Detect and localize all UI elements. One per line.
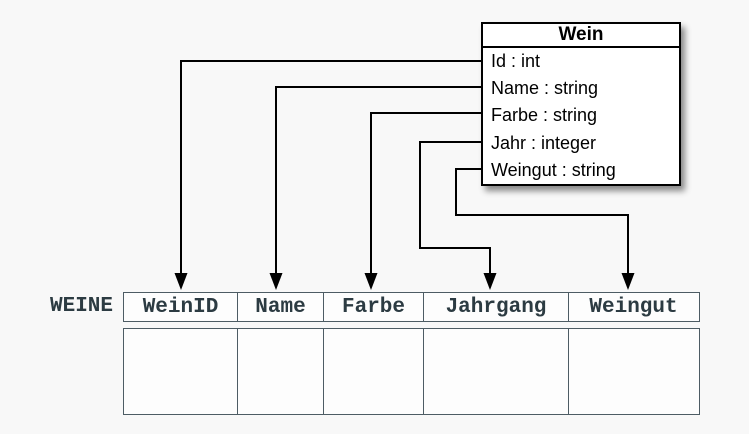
- class-box-title: Wein: [483, 24, 679, 48]
- arrowhead-farbe-icon: [364, 273, 378, 290]
- class-attribute-jahr: Jahr : integer: [491, 132, 597, 153]
- column-header-farbe: Farbe: [324, 293, 424, 321]
- empty-cell-jahrgang: [424, 329, 569, 414]
- connector-id-to-weinid: [180, 60, 481, 275]
- column-header-weinid: WeinID: [124, 293, 238, 321]
- class-attribute-id: Id : int: [491, 51, 541, 71]
- arrowhead-jahrgang-icon: [483, 273, 497, 290]
- empty-cell-weingut: [569, 329, 698, 414]
- class-attribute-weingut: Weingut : string: [491, 159, 616, 180]
- class-attribute-farbe: Farbe : string: [491, 105, 598, 126]
- empty-cell-name: [238, 329, 324, 414]
- column-header-jahrgang: Jahrgang: [424, 293, 569, 321]
- connector-jahr-to-jahrgang: [419, 141, 491, 275]
- column-header-weingut: Weingut: [589, 295, 678, 319]
- empty-cell-weinid: [124, 329, 238, 414]
- table-name-label: WEINE: [49, 295, 113, 318]
- connector-weingut-to-weingut: [455, 168, 629, 275]
- connector-farbe-to-farbe: [370, 112, 481, 275]
- class-attribute-name: Name : string: [491, 78, 599, 99]
- column-header-name: Name: [238, 293, 324, 321]
- arrowhead-weingut-icon: [621, 273, 635, 290]
- empty-cell-farbe: [324, 329, 424, 414]
- connector-name-to-name: [275, 86, 481, 275]
- arrowhead-weinid-icon: [174, 273, 188, 290]
- table-empty-row: [123, 328, 700, 415]
- arrowhead-name-icon: [269, 273, 283, 290]
